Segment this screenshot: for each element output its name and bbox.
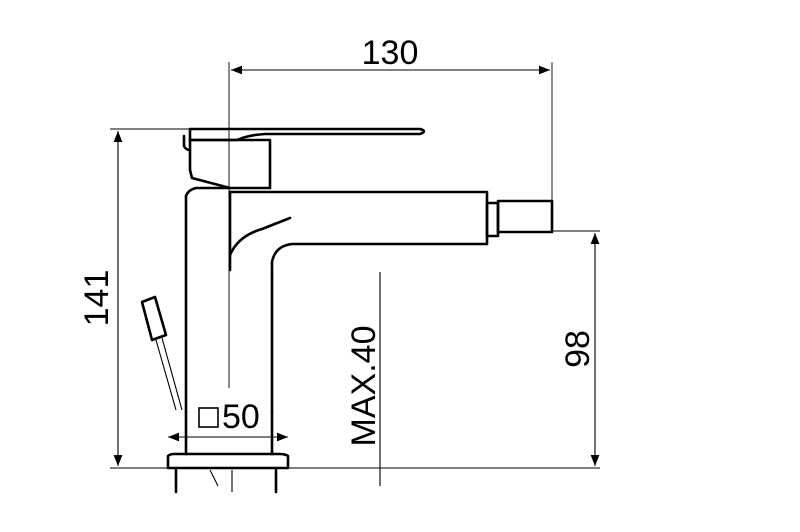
width-dimension: 130	[228, 34, 553, 388]
aerator-nozzle	[485, 201, 500, 238]
height-dimension: 141	[78, 128, 190, 469]
max-thickness-label: MAX.40	[345, 326, 383, 447]
base-dimension: 50	[168, 398, 288, 442]
spout	[228, 190, 489, 280]
square-icon	[198, 407, 219, 428]
spout-height-label: 98	[559, 330, 597, 368]
spout-height-dimension: 98	[552, 230, 600, 466]
popup-rod	[140, 295, 168, 342]
faucet-outline	[140, 127, 554, 494]
lever-handle	[188, 127, 426, 142]
base-plate	[166, 452, 290, 470]
base-size-label: 50	[222, 398, 260, 436]
width-label: 130	[362, 34, 419, 72]
cartridge-block	[188, 138, 272, 190]
height-label: 141	[78, 270, 116, 327]
max-thickness-dimension: MAX.40	[345, 272, 383, 486]
